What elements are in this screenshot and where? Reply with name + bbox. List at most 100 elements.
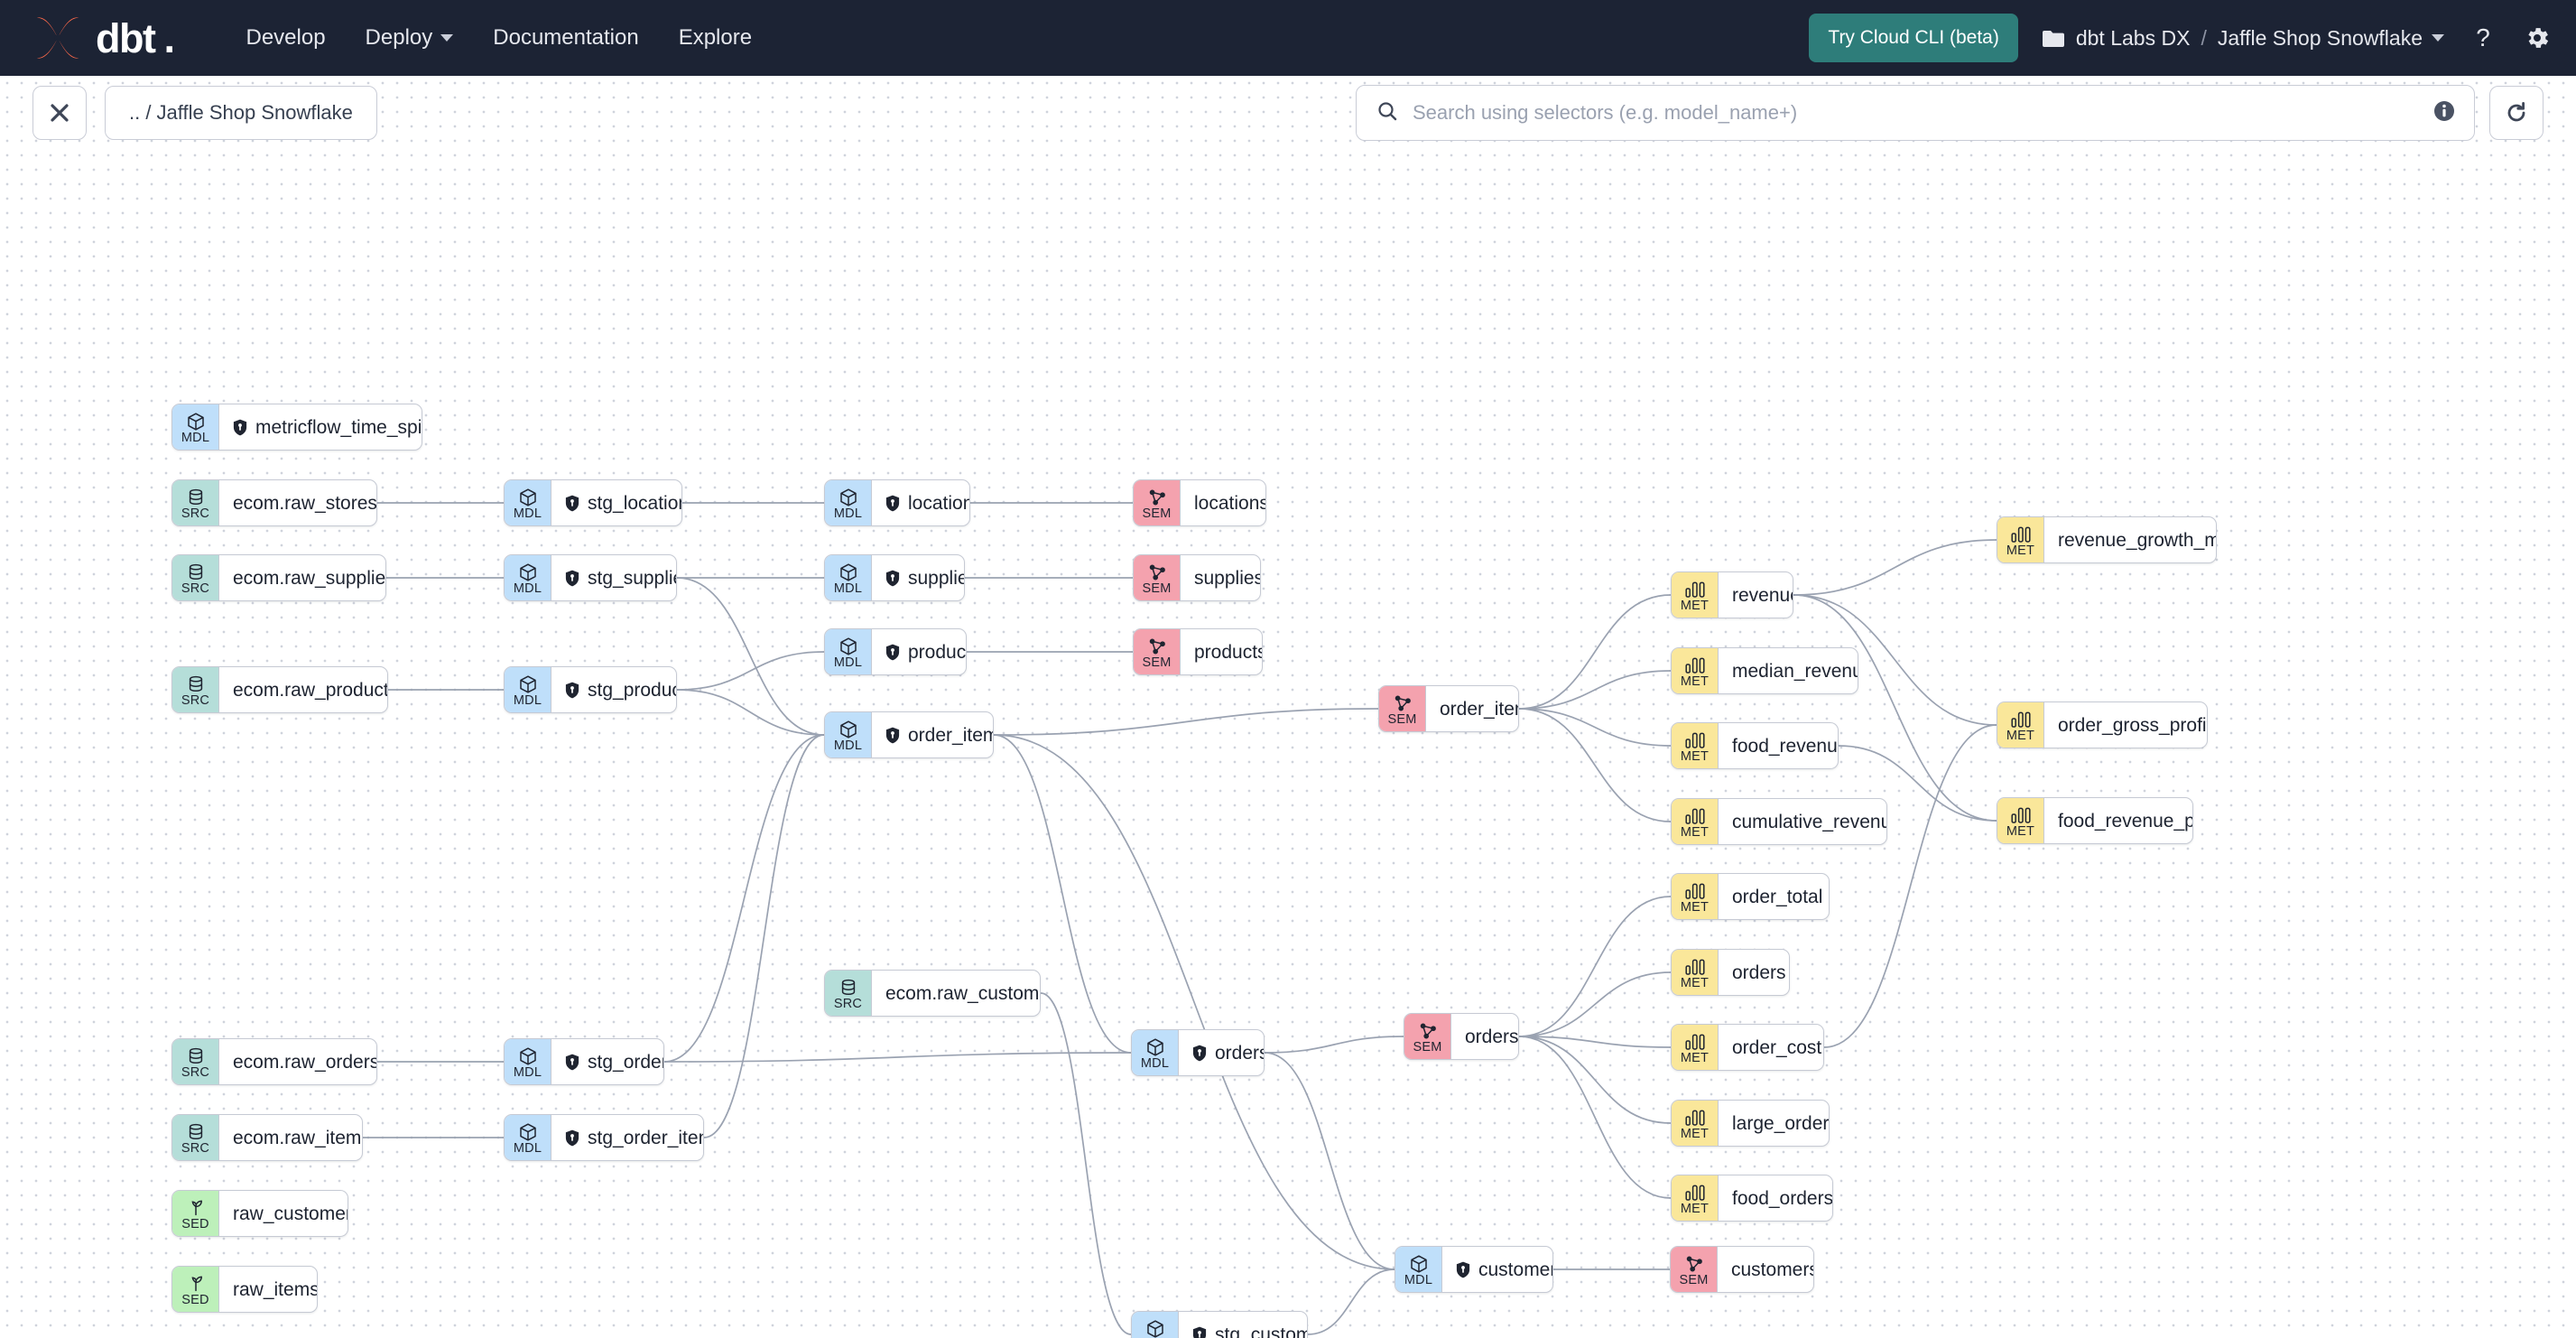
shield-icon bbox=[565, 682, 579, 699]
node-type-badge-met: MET bbox=[1997, 798, 2044, 843]
node-type-label: MDL bbox=[1140, 1055, 1170, 1071]
search-box[interactable] bbox=[1356, 85, 2475, 141]
node-body: food_revenue_pct bbox=[2044, 798, 2192, 843]
node-label: orders bbox=[1465, 1026, 1519, 1047]
graph-node-met_median_revenue[interactable]: MET median_revenue bbox=[1671, 647, 1858, 694]
nav-item-deploy[interactable]: Deploy bbox=[346, 16, 474, 60]
graph-breadcrumb[interactable]: .. / Jaffle Shop Snowflake bbox=[105, 86, 377, 140]
try-cloud-cli-button[interactable]: Try Cloud CLI (beta) bbox=[1809, 14, 2018, 62]
graph-node-mdl_locations[interactable]: MDL locations bbox=[824, 479, 970, 526]
graph-node-mdl_customers[interactable]: MDL customers bbox=[1395, 1246, 1553, 1293]
gear-icon[interactable] bbox=[2522, 23, 2553, 53]
node-label: metricflow_time_spine bbox=[255, 416, 422, 438]
graph-node-seed_raw_customers[interactable]: SED raw_customers bbox=[171, 1190, 348, 1237]
graph-node-stg_orders[interactable]: MDL stg_orders bbox=[504, 1038, 664, 1085]
account-name[interactable]: dbt Labs DX bbox=[2075, 25, 2191, 50]
graph-node-metricflow_time_spine[interactable]: MDL metricflow_time_spine bbox=[171, 404, 422, 451]
graph-node-met_order_gross_profit[interactable]: MET order_gross_profit bbox=[1997, 702, 2208, 748]
graph-node-raw_supplies[interactable]: SRC ecom.raw_supplies bbox=[171, 554, 386, 601]
lineage-edge bbox=[1264, 1052, 1395, 1270]
node-type-badge-met: MET bbox=[1672, 1101, 1719, 1146]
node-type-label: SEM bbox=[1142, 506, 1172, 521]
graph-node-met_food_orders[interactable]: MET food_orders bbox=[1671, 1175, 1833, 1222]
dbt-mark-icon bbox=[31, 14, 87, 61]
graph-node-sem_supplies[interactable]: SEM supplies bbox=[1133, 554, 1261, 601]
semantic-model-icon bbox=[1684, 1254, 1704, 1274]
node-type-badge-mdl: MDL bbox=[505, 1039, 551, 1084]
node-type-label: MET bbox=[1680, 598, 1710, 613]
lineage-graph-canvas[interactable]: MDL metricflow_time_spine SRC ecom.raw_s… bbox=[0, 76, 2576, 1338]
node-type-badge-mdl: MDL bbox=[505, 480, 551, 525]
shield-icon bbox=[565, 1054, 579, 1071]
node-type-label: MDL bbox=[513, 1064, 542, 1080]
graph-node-stg_supplies[interactable]: MDL stg_supplies bbox=[504, 554, 677, 601]
node-label: ecom.raw_customers bbox=[885, 982, 1040, 1004]
seed-icon bbox=[186, 1274, 206, 1294]
dbt-logo[interactable]: dbt . bbox=[31, 14, 175, 61]
metric-icon bbox=[1684, 580, 1706, 599]
help-icon[interactable]: ? bbox=[2468, 23, 2498, 53]
close-icon[interactable] bbox=[32, 86, 87, 140]
node-label: customers bbox=[1478, 1259, 1552, 1280]
node-type-label: MDL bbox=[833, 581, 863, 596]
metric-icon bbox=[1684, 655, 1706, 675]
graph-node-mdl_orders[interactable]: MDL orders bbox=[1131, 1029, 1265, 1076]
nav-item-explore-label: Explore bbox=[678, 25, 753, 50]
model-icon bbox=[186, 412, 206, 432]
graph-node-mdl_products[interactable]: MDL products bbox=[824, 628, 967, 675]
lineage-edge bbox=[1793, 594, 1997, 822]
graph-node-raw_items[interactable]: SRC ecom.raw_items bbox=[171, 1114, 363, 1161]
node-label: cumulative_revenue bbox=[1732, 811, 1887, 832]
graph-node-met_orders[interactable]: MET orders bbox=[1671, 949, 1790, 996]
nav-item-explore[interactable]: Explore bbox=[659, 16, 772, 60]
graph-node-raw_customers_src[interactable]: SRC ecom.raw_customers bbox=[824, 970, 1041, 1017]
graph-node-sem_locations[interactable]: SEM locations bbox=[1133, 479, 1266, 526]
metric-icon bbox=[2010, 525, 2032, 544]
graph-node-sem_products[interactable]: SEM products bbox=[1133, 628, 1263, 675]
graph-node-mdl_order_items[interactable]: MDL order_items bbox=[824, 711, 994, 758]
graph-node-sem_orders[interactable]: SEM orders bbox=[1404, 1013, 1519, 1060]
lineage-edge bbox=[1518, 971, 1672, 1037]
graph-node-sem_order_item[interactable]: SEM order_item bbox=[1378, 685, 1519, 732]
graph-node-mdl_stg_customers[interactable]: MDL stg_customers bbox=[1131, 1311, 1308, 1338]
graph-node-stg_order_items[interactable]: MDL stg_order_items bbox=[504, 1114, 704, 1161]
lineage-edge bbox=[1518, 1036, 1672, 1048]
chevron-down-icon bbox=[440, 34, 454, 42]
model-icon bbox=[518, 562, 538, 582]
node-type-label: SED bbox=[181, 1216, 209, 1231]
graph-node-stg_products[interactable]: MDL stg_products bbox=[504, 666, 677, 713]
graph-node-stg_locations[interactable]: MDL stg_locations bbox=[504, 479, 682, 526]
shield-icon bbox=[565, 570, 579, 587]
source-icon bbox=[839, 978, 858, 998]
graph-node-mdl_supplies[interactable]: MDL supplies bbox=[824, 554, 965, 601]
graph-node-met_revenue[interactable]: MET revenue bbox=[1671, 571, 1793, 618]
graph-node-met_food_revenue[interactable]: MET food_revenue bbox=[1671, 722, 1839, 769]
graph-node-raw_orders[interactable]: SRC ecom.raw_orders bbox=[171, 1038, 377, 1085]
info-icon[interactable] bbox=[2432, 99, 2456, 127]
node-type-label: MDL bbox=[513, 1140, 542, 1156]
node-type-label: MET bbox=[1680, 1126, 1710, 1141]
node-label: order_items bbox=[908, 724, 993, 746]
search-input[interactable] bbox=[1413, 101, 2418, 125]
graph-node-met_large_order[interactable]: MET large_order bbox=[1671, 1100, 1830, 1147]
project-selector[interactable]: Jaffle Shop Snowflake bbox=[2218, 26, 2444, 51]
source-icon bbox=[186, 488, 206, 507]
graph-node-sem_customers[interactable]: SEM customers bbox=[1670, 1246, 1814, 1293]
metric-icon bbox=[2010, 710, 2032, 729]
node-label: order_total bbox=[1732, 886, 1823, 907]
refresh-icon[interactable] bbox=[2489, 86, 2544, 140]
graph-node-met_order_total[interactable]: MET order_total bbox=[1671, 873, 1830, 920]
semantic-model-icon bbox=[1147, 488, 1167, 507]
graph-node-met_revenue_growth_mom[interactable]: MET revenue_growth_mom bbox=[1997, 516, 2217, 563]
graph-node-met_cumulative_revenue[interactable]: MET cumulative_revenue bbox=[1671, 798, 1887, 845]
shield-icon bbox=[885, 727, 900, 744]
graph-node-seed_raw_items[interactable]: SED raw_items bbox=[171, 1266, 318, 1313]
graph-node-raw_stores[interactable]: SRC ecom.raw_stores bbox=[171, 479, 377, 526]
graph-node-met_order_cost[interactable]: MET order_cost bbox=[1671, 1024, 1824, 1071]
graph-node-met_food_revenue_pct[interactable]: MET food_revenue_pct bbox=[1997, 797, 2193, 844]
node-body: cumulative_revenue bbox=[1719, 799, 1887, 844]
nav-item-documentation[interactable]: Documentation bbox=[473, 16, 658, 60]
nav-item-documentation-label: Documentation bbox=[493, 25, 639, 50]
nav-item-develop[interactable]: Develop bbox=[226, 16, 345, 60]
graph-node-raw_products[interactable]: SRC ecom.raw_products bbox=[171, 666, 388, 713]
